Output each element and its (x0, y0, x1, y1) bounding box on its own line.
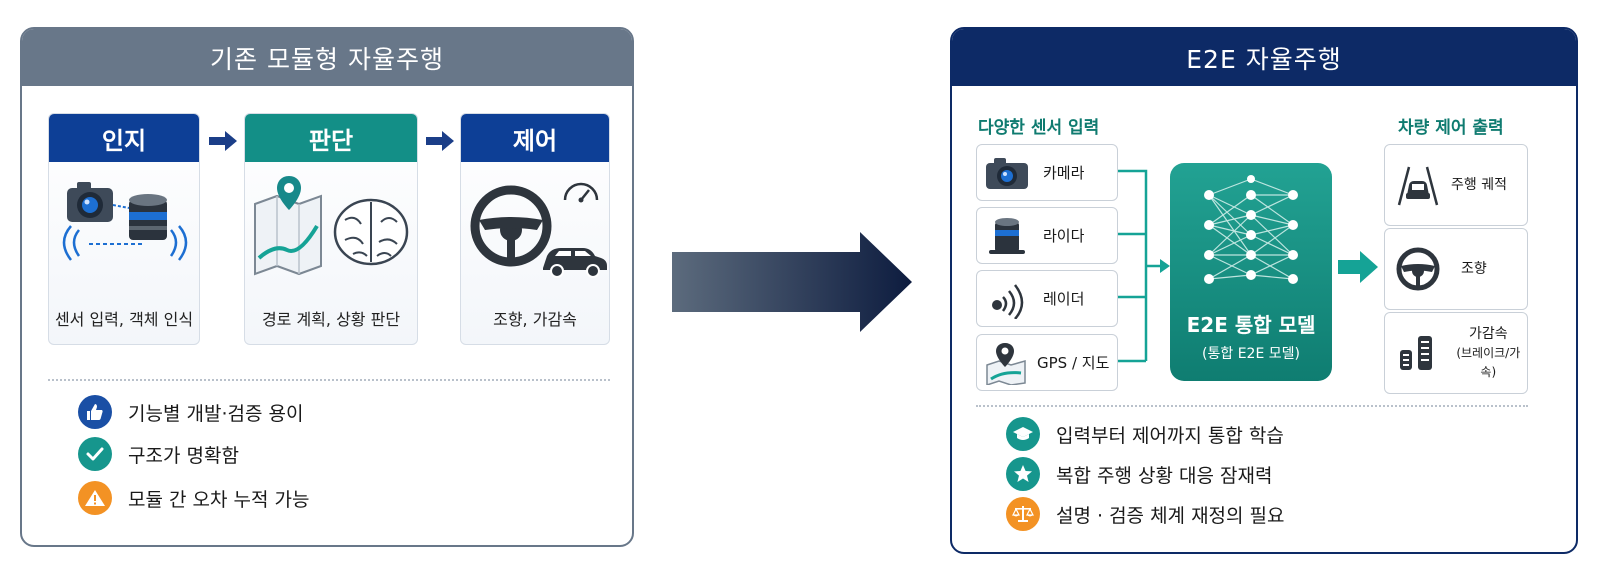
star-icon (1006, 457, 1040, 491)
stage-control-caption: 조향, 가감속 (493, 310, 577, 329)
transition-arrow-icon (672, 232, 912, 332)
stage-control-label: 제어 (461, 114, 609, 162)
arrow-right-icon (1338, 251, 1378, 283)
feature-item: 기능별 개발·검증 용이 (78, 395, 303, 429)
stage-perception-caption: 센서 입력, 객체 인식 (54, 310, 194, 329)
feature-item: 입력부터 제어까지 통합 학습 (1006, 417, 1284, 451)
section-divider (48, 379, 610, 381)
thumbs-up-icon (78, 395, 112, 429)
output-label: 조향 (1461, 260, 1487, 277)
stage-planning-caption: 경로 계획, 상황 판단 (261, 310, 401, 329)
camera-icon (981, 148, 1033, 198)
pedals-icon (1393, 330, 1442, 376)
arrow-right-icon (426, 131, 454, 151)
output-label: 주행 궤적 (1451, 176, 1507, 193)
check-icon (78, 437, 112, 471)
sensor-gps-map: GPS / 지도 (976, 334, 1118, 391)
model-subtitle: (통합 E2E 모델) (1202, 346, 1300, 362)
sensor-camera: 카메라 (976, 144, 1118, 201)
feature-item: 모듈 간 오차 누적 가능 (78, 481, 309, 515)
feature-item: 구조가 명확함 (78, 437, 239, 471)
feature-text: 입력부터 제어까지 통합 학습 (1056, 424, 1284, 447)
e2e-model-block: E2E 통합 모델 (통합 E2E 모델) (1170, 163, 1332, 381)
feature-text: 기능별 개발·검증 용이 (128, 402, 304, 425)
neural-network-icon (1204, 175, 1298, 284)
warning-icon (78, 481, 112, 515)
sensor-label: 카메라 (1043, 164, 1085, 182)
feature-text: 복합 주행 상황 대응 잠재력 (1056, 464, 1273, 487)
sensor-label: GPS / 지도 (1037, 354, 1110, 372)
stage-perception: 인지 센서 입력, (48, 113, 200, 345)
section-divider (976, 405, 1528, 407)
sensor-label: 라이다 (1043, 227, 1085, 245)
arrow-right-icon (209, 131, 237, 151)
car-road-icon (1393, 163, 1443, 207)
output-acceleration: 가감속 (브레이크/가속) (1384, 312, 1528, 394)
feature-text: 구조가 명확함 (128, 444, 239, 467)
radar-icon (981, 274, 1033, 324)
feature-item: 복합 주행 상황 대응 잠재력 (1006, 457, 1272, 491)
balance-scale-icon (1006, 497, 1040, 531)
feature-item: 설명 · 검증 체계 재정의 필요 (1006, 497, 1285, 531)
model-title: E2E 통합 모델 (1186, 313, 1316, 337)
steering-car-icon (470, 182, 607, 278)
map-brain-icon (254, 176, 409, 276)
modular-panel-title: 기존 모듈형 자율주행 (22, 29, 632, 86)
sensor-lidar: 라이다 (976, 207, 1118, 264)
output-sublabel: (브레이크/가속) (1456, 345, 1521, 379)
e2e-panel-title: E2E 자율주행 (952, 29, 1576, 86)
stage-planning-label: 판단 (245, 114, 417, 162)
sensor-radar: 레이더 (976, 270, 1118, 327)
output-steering: 조향 (1384, 228, 1528, 310)
output-label: 가감속 (1468, 325, 1508, 342)
steering-wheel-icon (1393, 246, 1443, 292)
stage-control: 제어 조향, 가감속 (460, 113, 610, 345)
sensor-connector-lines (1118, 169, 1170, 363)
map-pin-icon (981, 338, 1033, 388)
stage-planning: 판단 경로 계획, 상황 판단 (244, 113, 418, 345)
output-trajectory: 주행 궤적 (1384, 144, 1528, 226)
input-column-title: 다양한 센서 입력 (978, 118, 1100, 138)
feature-text: 모듈 간 오차 누적 가능 (128, 488, 310, 511)
stage-perception-label: 인지 (49, 114, 199, 162)
camera-lidar-icon (62, 182, 188, 261)
output-column-title: 차량 제어 출력 (1398, 118, 1504, 138)
feature-text: 설명 · 검증 체계 재정의 필요 (1056, 504, 1285, 527)
lidar-icon (981, 211, 1033, 261)
e2e-driving-panel: E2E 자율주행 다양한 센서 입력 차량 제어 출력 카메라 라이다 레이더 … (950, 27, 1578, 554)
sensor-label: 레이더 (1043, 290, 1085, 308)
modular-driving-panel: 기존 모듈형 자율주행 인지 (20, 27, 634, 547)
graduation-cap-icon (1006, 417, 1040, 451)
